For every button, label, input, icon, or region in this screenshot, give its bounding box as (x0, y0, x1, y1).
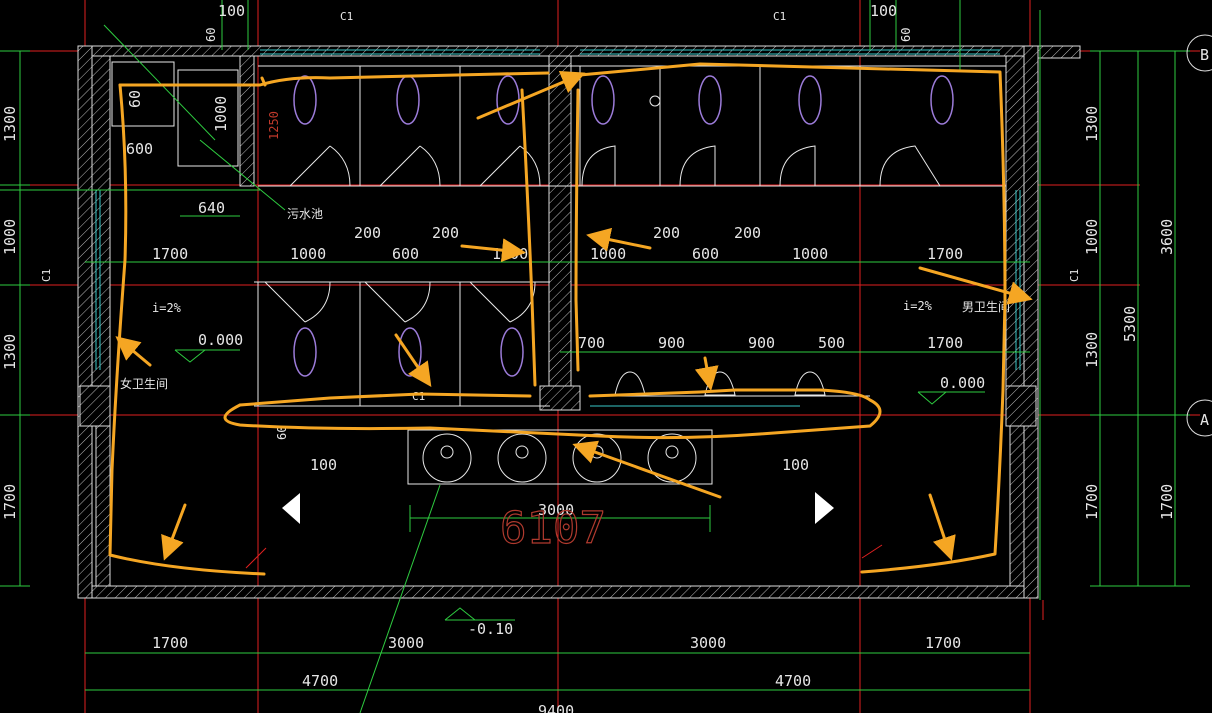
dim-uri-900a: 900 (658, 334, 685, 352)
dim-mop-1000: 1000 (212, 96, 230, 132)
dim-sink-3000: 3000 (538, 501, 574, 519)
dim-right-5300: 5300 (1121, 306, 1139, 342)
axis-bubble-b: B (1186, 34, 1212, 72)
dim-top-60-right: 60 (899, 28, 913, 42)
dim-mop-60: 60 (126, 90, 144, 108)
dim-right-1300b: 1300 (1083, 332, 1101, 368)
dim-mop-600: 600 (126, 140, 153, 158)
level-outside: -0.10 (468, 620, 513, 638)
entry-arrow-left (282, 493, 300, 524)
hand-drawn-flow-markup (108, 62, 1033, 576)
dim-uri-500: 500 (818, 334, 845, 352)
dim-mid-r-1000: 1000 (590, 245, 626, 263)
window-code-lower: C1 (412, 390, 425, 403)
dim-mop-640: 640 (198, 199, 225, 217)
dim-top-100-left: 100 (218, 2, 245, 20)
dim-uri-1700: 1700 (927, 334, 963, 352)
dim-left-1700: 1700 (1, 484, 19, 520)
level-left: 0.000 (198, 331, 243, 349)
window-glazing (95, 49, 1021, 407)
slope-left: i=2% (152, 301, 182, 315)
dim-left-1000: 1000 (1, 219, 19, 255)
dim-right-1700b: 1700 (1158, 484, 1176, 520)
window-code-right: C1 (1068, 269, 1081, 282)
dim-left-1300b: 1300 (1, 334, 19, 370)
dim-mid-l-1000b: 1000 (492, 245, 528, 263)
dim-bot-4700a: 4700 (302, 672, 338, 690)
urinals (595, 371, 870, 397)
mop-sink (103, 24, 286, 211)
dim-mid-l-600: 600 (392, 245, 419, 263)
dim-low-100-left: 100 (310, 456, 337, 474)
axis-label-a: A (1200, 411, 1209, 429)
entry-arrow-right (815, 492, 834, 524)
room-label-right: 男卫生间 (962, 300, 1010, 314)
dim-mid-r-600: 600 (692, 245, 719, 263)
dim-stall-1250: 1250 (267, 111, 281, 140)
toilet-stalls-lower (254, 281, 550, 407)
dim-top-100-right: 100 (870, 2, 897, 20)
level-right: 0.000 (940, 374, 985, 392)
sign-text: 6107 (500, 503, 606, 554)
dim-mid-l-200a: 200 (354, 224, 381, 242)
dim-right-1300a: 1300 (1083, 106, 1101, 142)
dim-uri-900b: 900 (748, 334, 775, 352)
dim-bot-1700a: 1700 (152, 634, 188, 652)
room-label-left: 女卫生间 (120, 376, 168, 391)
dim-bot-3000b: 3000 (690, 634, 726, 652)
wash-basins (359, 429, 713, 713)
window-code-left: C1 (40, 269, 53, 282)
window-code-top-right: C1 (773, 10, 786, 23)
dim-mid-r-200a: 200 (653, 224, 680, 242)
level-symbols (174, 349, 985, 621)
mop-sink-label: 污水池 (287, 207, 323, 221)
dim-mid-l-1700: 1700 (152, 245, 188, 263)
dim-mid-r-1700: 1700 (927, 245, 963, 263)
dim-mid-l-200b: 200 (432, 224, 459, 242)
dim-low-100-right: 100 (782, 456, 809, 474)
dim-bot-total: 9400 (538, 702, 574, 713)
window-code-top-left: C1 (340, 10, 353, 23)
dimension-text: 100 60 100 60 C1 C1 1300 1000 1300 1700 … (1, 2, 1176, 713)
dim-uri-700: 700 (578, 334, 605, 352)
dim-right-1700: 1700 (1083, 484, 1101, 520)
slope-right: i=2% (903, 299, 933, 313)
dim-bot-4700b: 4700 (775, 672, 811, 690)
door-ticks (245, 544, 883, 569)
dim-right-3600: 3600 (1158, 219, 1176, 255)
toilet-stalls-top (258, 65, 1006, 187)
dim-mid-r-200b: 200 (734, 224, 761, 242)
exterior-walls (77, 45, 1081, 599)
dim-bot-3000a: 3000 (388, 634, 424, 652)
dim-low-60-left: 60 (275, 426, 289, 440)
dim-bot-1700b: 1700 (925, 634, 961, 652)
dimension-lines (0, 0, 1190, 691)
axis-bubble-a: A (1186, 399, 1212, 437)
dim-top-60-left: 60 (204, 28, 218, 42)
dim-right-1000: 1000 (1083, 219, 1101, 255)
axis-label-b: B (1200, 46, 1209, 64)
dim-mid-r-1000b: 1000 (792, 245, 828, 263)
dim-mid-l-1000: 1000 (290, 245, 326, 263)
dim-left-1300a: 1300 (1, 106, 19, 142)
